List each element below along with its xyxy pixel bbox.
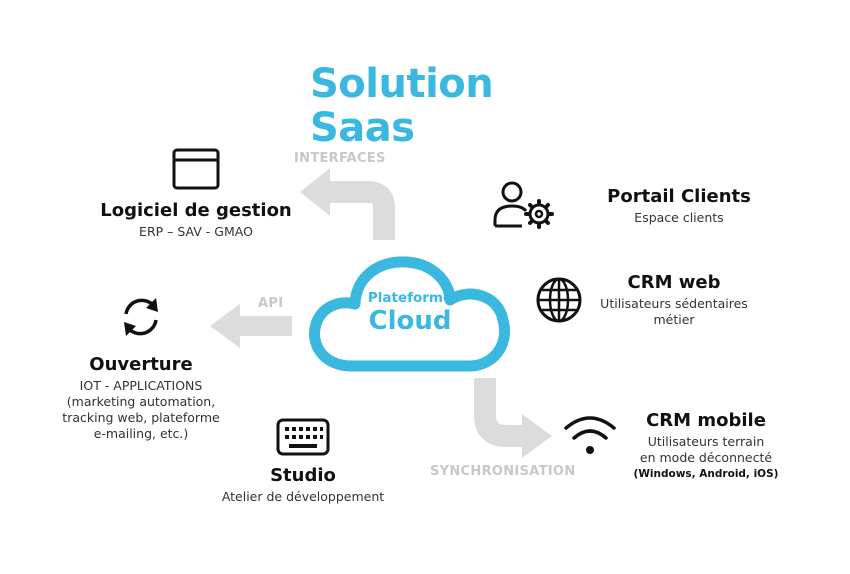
- ouverture-line: e-mailing, etc.): [93, 426, 189, 441]
- studio-title: Studio: [270, 465, 336, 486]
- crmmobile-line: en mode déconnecté: [639, 450, 773, 465]
- headline-line1: Solution: [310, 61, 494, 107]
- headline-line2: Saas: [310, 105, 415, 151]
- ouverture-line: IOT - APPLICATIONS: [79, 378, 203, 393]
- globe-icon: [536, 277, 582, 323]
- cloud-icon: [309, 256, 510, 372]
- ouverture-title: Ouverture: [89, 354, 193, 375]
- crmweb-line: Utilisateurs sédentaires: [600, 296, 748, 311]
- portail-title: Portail Clients: [607, 186, 751, 207]
- crmmobile-title: CRM mobile: [646, 410, 766, 431]
- portail-sub: Espace clients: [634, 210, 724, 225]
- crmweb-line: métier: [653, 312, 695, 327]
- crmweb-lines: Utilisateurs sédentaires métier: [594, 296, 754, 328]
- keyboard-icon: [276, 418, 330, 456]
- wifi-icon: [564, 416, 616, 454]
- studio-sub: Atelier de développement: [221, 489, 385, 504]
- interfaces-label: INTERFACES: [294, 151, 386, 166]
- ouverture-line: tracking web, plateforme: [62, 410, 220, 425]
- ouverture-lines: IOT - APPLICATIONS (marketing automation…: [36, 378, 246, 442]
- ouverture-line: (marketing automation,: [66, 394, 216, 409]
- sync-icon: [124, 298, 158, 336]
- center-line2: Cloud: [368, 306, 452, 336]
- logiciel-title: Logiciel de gestion: [100, 200, 292, 221]
- browser-window-icon: [172, 148, 220, 190]
- crmmobile-lines: Utilisateurs terrain en mode déconnecté …: [620, 434, 792, 482]
- headline: Solution Saas: [310, 61, 494, 151]
- sync-label: SYNCHRONISATION: [430, 464, 576, 479]
- crmweb-title: CRM web: [627, 272, 721, 293]
- center-line1: Plateforme: [367, 290, 453, 306]
- center-label: Plateforme Cloud: [330, 290, 490, 336]
- api-label: API: [258, 296, 284, 311]
- logiciel-sub: ERP – SAV - GMAO: [139, 224, 253, 239]
- crmmobile-platforms: (Windows, Android, iOS): [633, 468, 779, 480]
- user-gear-icon: [493, 181, 554, 229]
- crmmobile-line: Utilisateurs terrain: [647, 434, 765, 449]
